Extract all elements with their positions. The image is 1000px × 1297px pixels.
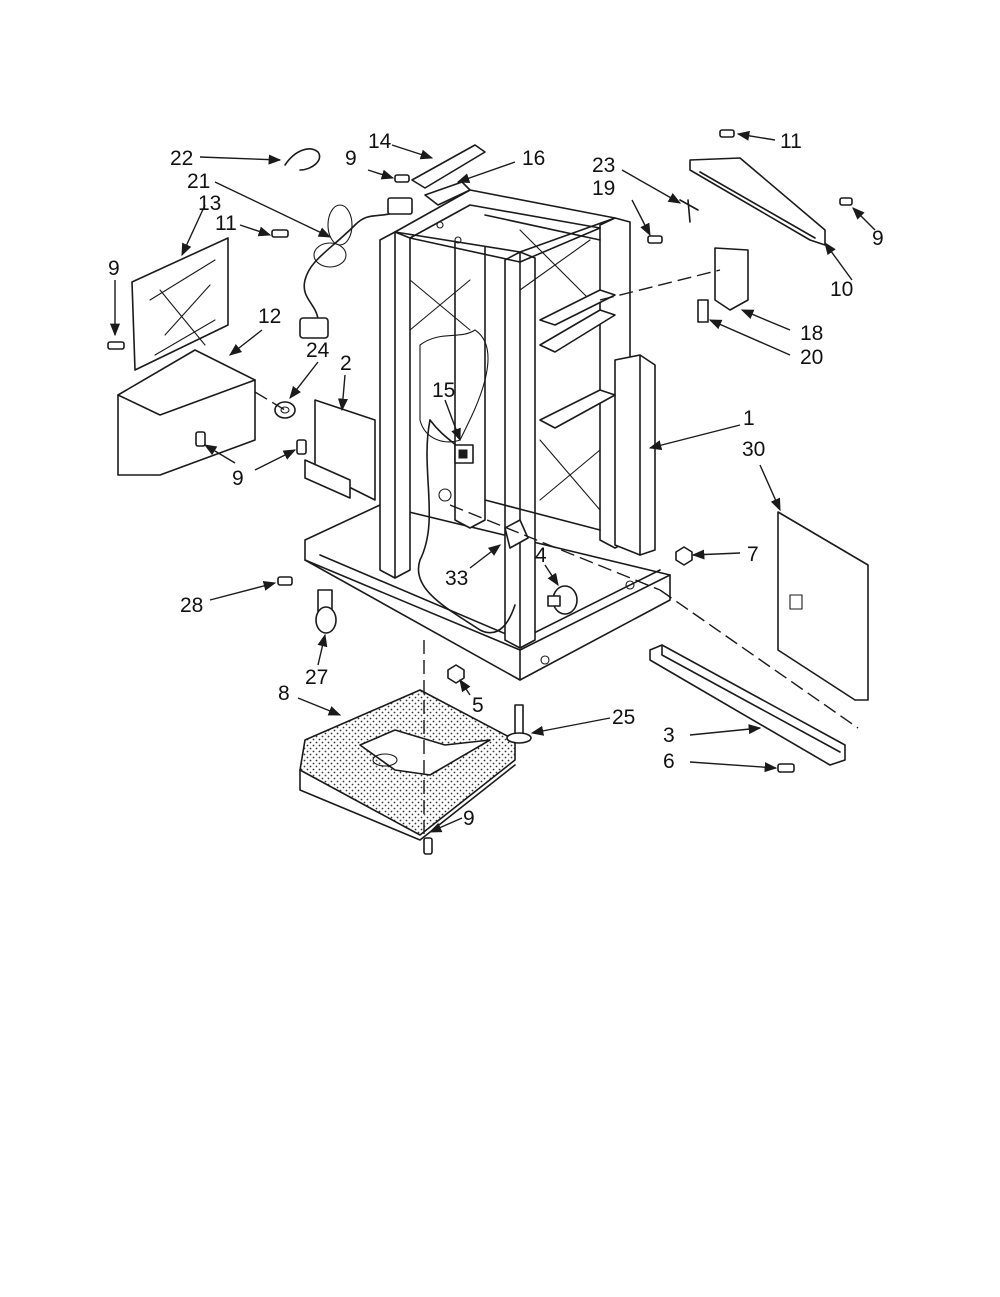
callout-23: 23 [592,154,615,177]
part-13-plate [131,237,229,371]
part-14-strip [411,144,486,206]
callout-10: 10 [830,278,853,301]
callout-24: 24 [306,339,330,362]
callout-15: 15 [432,379,455,402]
part-10-bracket [689,157,826,246]
callout-labels: 22 21 13 11 9 12 24 2 9 14 9 16 15 33 4 … [108,130,884,830]
callout-21: 21 [187,170,210,193]
part-24-grommet [274,401,296,419]
callout-13: 13 [198,192,221,215]
callout-2: 2 [340,352,352,375]
callout-14: 14 [368,130,392,153]
callout-8: 8 [278,682,290,705]
callout-11: 11 [215,212,237,235]
callout-27: 27 [305,666,328,689]
part-4-motor [547,585,578,615]
part-25-leveling-foot [506,704,532,744]
callout-19: 19 [592,177,615,200]
part-33-bumper [504,519,529,549]
callout-9: 9 [232,467,244,490]
assembly-lines [254,269,859,840]
part-2-bracket [304,399,376,501]
part-3-rail [649,644,846,766]
callout-1: 1 [743,407,755,430]
callout-11: 11 [780,130,802,153]
callout-4: 4 [535,544,547,567]
part-27-caster [315,589,337,634]
callout-5: 5 [472,694,484,717]
part-15-switch [454,444,474,464]
cabinet-frame [304,189,671,681]
callout-22: 22 [170,147,193,170]
callout-12: 12 [258,305,281,328]
part-22-clip [284,148,321,171]
callout-33: 33 [445,567,468,590]
part-18-bracket [697,247,749,323]
part-12-cover [117,349,256,476]
part-30-panel [777,511,869,701]
callout-7: 7 [747,543,759,566]
callout-16: 16 [522,147,545,170]
callout-9: 9 [345,147,357,170]
screws [107,129,853,855]
callout-9: 9 [463,807,475,830]
callout-30: 30 [742,438,765,461]
part-8-base-pan [299,689,516,841]
callout-18: 18 [800,322,823,345]
callout-20: 20 [800,346,823,369]
callout-9: 9 [108,257,120,280]
callout-6: 6 [663,750,675,773]
callout-25: 25 [612,706,635,729]
leader-lines [109,130,876,833]
callout-28: 28 [180,594,203,617]
part-21-power-cord [299,197,413,339]
callout-9: 9 [872,227,884,250]
callout-3: 3 [663,724,675,747]
